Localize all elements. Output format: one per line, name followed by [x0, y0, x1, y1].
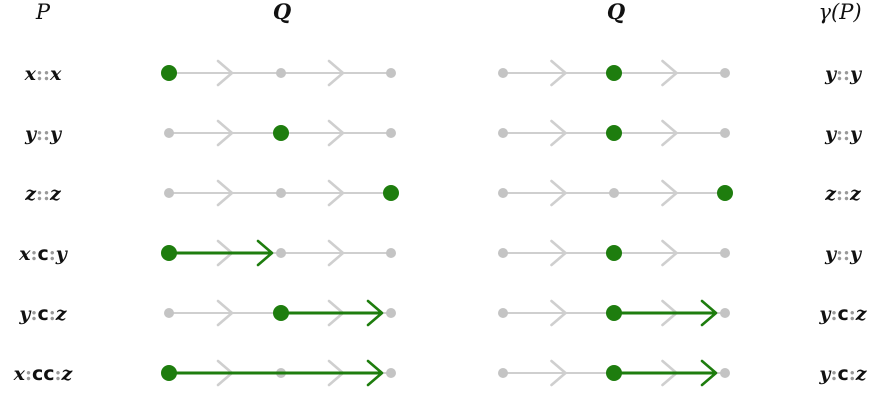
right-path: [498, 59, 730, 87]
highlight-point: [161, 65, 177, 81]
diagram-row: x:cc:z y:c:z: [13, 359, 868, 387]
arrow-head-icon: [256, 239, 274, 267]
edge-chevron-icon: [661, 239, 678, 267]
edge-chevron-icon: [550, 359, 567, 387]
path-label-gamma: y:c:z: [818, 303, 867, 325]
path-label-p: y:c:z: [18, 303, 67, 325]
right-path: [498, 179, 733, 207]
path-label-gamma: y::y: [824, 243, 863, 265]
diagram-row: y::y y::y: [24, 119, 863, 147]
edge-chevron-icon: [661, 179, 678, 207]
node-dot: [164, 128, 174, 138]
edge-chevron-icon: [550, 239, 567, 267]
highlight-point: [606, 305, 622, 321]
node-dot: [276, 188, 286, 198]
path-label-gamma: y::y: [824, 63, 863, 85]
arrow-head-icon: [700, 299, 718, 327]
arrow-head-icon: [366, 359, 384, 387]
left-path: [164, 179, 399, 207]
path-label-p: x::x: [24, 63, 62, 85]
right-path: [498, 119, 730, 147]
diagram-row: x::x y::y: [24, 59, 863, 87]
highlight-point: [606, 365, 622, 381]
right-path: [498, 299, 730, 327]
edge-chevron-icon: [327, 239, 345, 267]
node-dot: [498, 128, 508, 138]
path-label-p: x:c:y: [18, 243, 69, 265]
left-path: [161, 59, 396, 87]
node-dot: [386, 248, 396, 258]
edge-chevron-icon: [661, 119, 678, 147]
node-dot: [498, 308, 508, 318]
header-q-left: Q: [273, 0, 291, 24]
edge-chevron-icon: [216, 299, 234, 327]
highlight-point: [161, 245, 177, 261]
node-dot: [720, 128, 730, 138]
edge-chevron-icon: [550, 299, 567, 327]
highlight-point: [273, 305, 289, 321]
node-dot: [386, 128, 396, 138]
node-dot: [498, 368, 508, 378]
right-path: [498, 239, 730, 267]
node-dot: [386, 368, 396, 378]
edge-chevron-icon: [216, 59, 234, 87]
node-dot: [276, 68, 286, 78]
edge-chevron-icon: [327, 59, 345, 87]
node-dot: [720, 368, 730, 378]
diagram-row: z::z z::z: [24, 179, 862, 207]
edge-chevron-icon: [216, 119, 234, 147]
edge-chevron-icon: [550, 59, 567, 87]
header-gamma: γ(P): [818, 0, 861, 24]
path-label-gamma: y:c:z: [818, 363, 867, 385]
node-dot: [164, 308, 174, 318]
node-dot: [720, 308, 730, 318]
edge-chevron-icon: [216, 179, 234, 207]
node-dot: [498, 248, 508, 258]
edge-chevron-icon: [550, 179, 567, 207]
highlight-point: [161, 365, 177, 381]
diagram-row: x:c:y y::y: [18, 239, 863, 267]
path-label-p: z::z: [24, 183, 62, 205]
edge-chevron-icon: [327, 179, 345, 207]
highlight-point: [606, 245, 622, 261]
left-path: [164, 119, 396, 147]
path-label-p: x:cc:z: [13, 363, 74, 385]
path-label-gamma: z::z: [824, 183, 862, 205]
edge-chevron-icon: [327, 119, 345, 147]
path-label-gamma: y::y: [824, 123, 863, 145]
node-dot: [720, 68, 730, 78]
highlight-point: [606, 65, 622, 81]
highlight-point: [383, 185, 399, 201]
header-q-right: Q: [607, 0, 625, 24]
highlight-point: [606, 125, 622, 141]
path-label-p: y::y: [24, 123, 63, 145]
edge-chevron-icon: [550, 119, 567, 147]
node-dot: [164, 188, 174, 198]
arrow-head-icon: [366, 299, 384, 327]
node-dot: [386, 308, 396, 318]
node-dot: [498, 68, 508, 78]
node-dot: [498, 188, 508, 198]
diagram-row: y:c:z y:c:z: [18, 299, 868, 327]
node-dot: [386, 68, 396, 78]
edge-chevron-icon: [661, 59, 678, 87]
left-path: [161, 359, 396, 387]
right-path: [498, 359, 730, 387]
node-dot: [276, 248, 286, 258]
node-dot: [609, 188, 619, 198]
highlight-point: [273, 125, 289, 141]
highlight-point: [717, 185, 733, 201]
header-p: P: [35, 0, 51, 24]
left-path: [164, 299, 396, 327]
arrow-head-icon: [700, 359, 718, 387]
left-path: [161, 239, 396, 267]
node-dot: [720, 248, 730, 258]
